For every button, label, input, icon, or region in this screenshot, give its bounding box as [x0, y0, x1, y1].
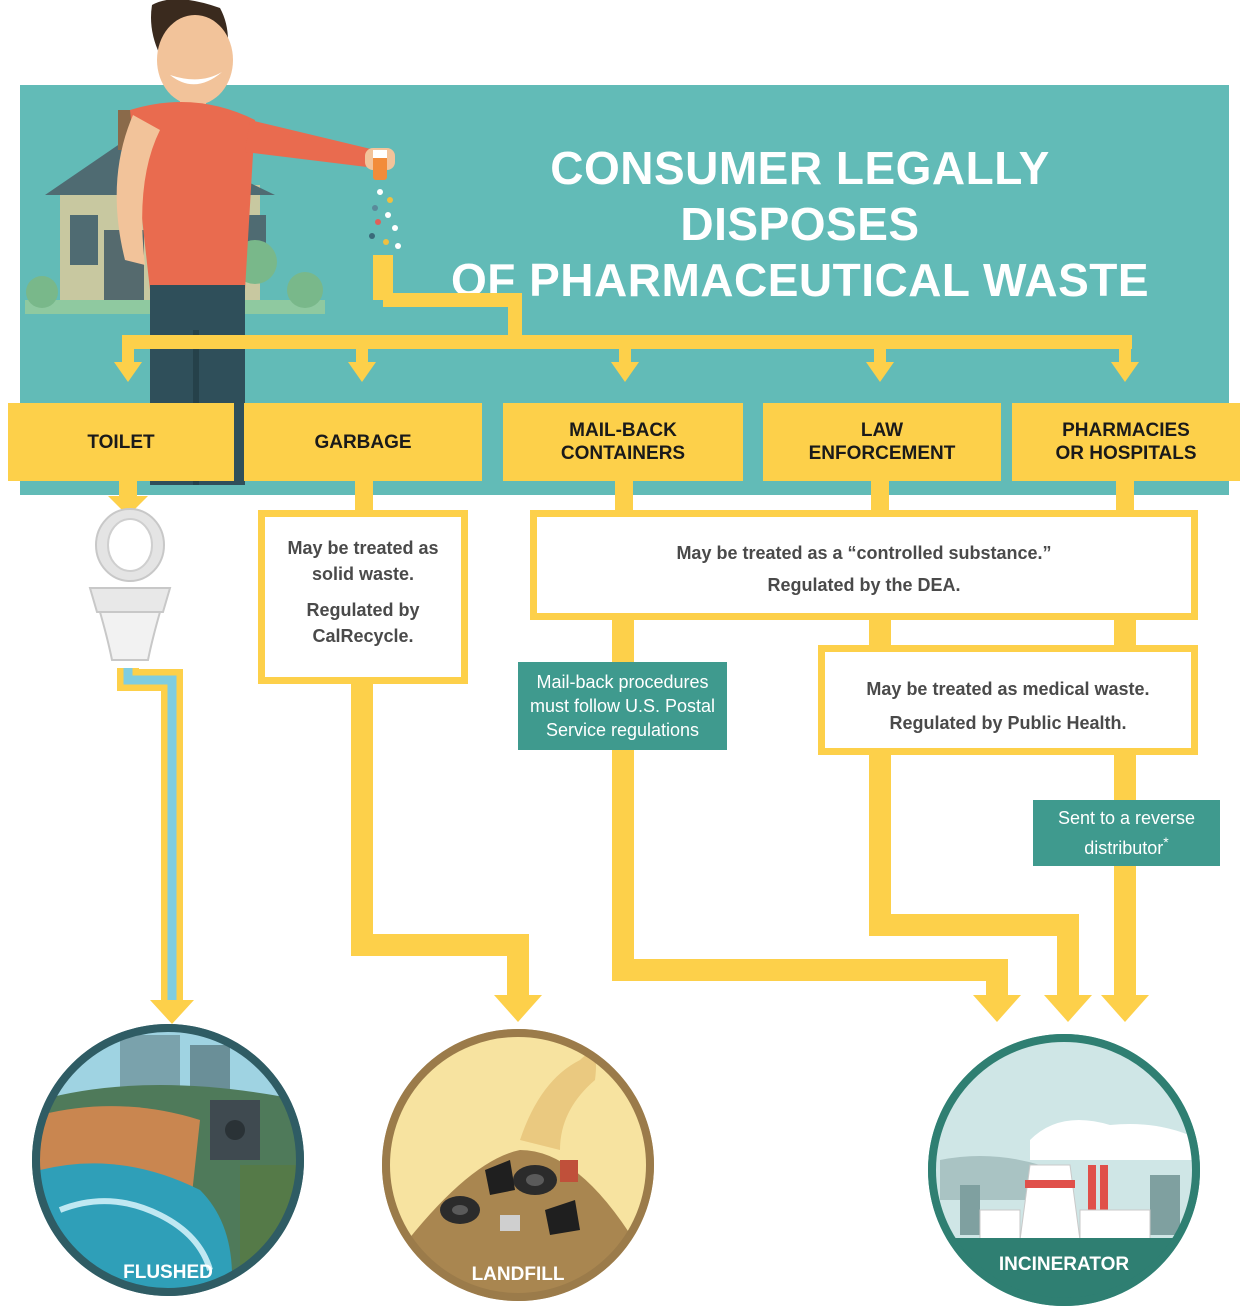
destination-incinerator-label: INCINERATOR: [998, 1254, 1130, 1275]
category-arrows: [114, 335, 1139, 382]
stream-connector: [383, 293, 522, 342]
controlled-substance-box: May be treated as a “controlled substanc…: [530, 510, 1198, 620]
incinerator-arrow-3: [1101, 995, 1149, 1022]
controlled-info-line1: May be treated as a “controlled substanc…: [676, 543, 1052, 563]
incinerator-circle: [928, 1034, 1200, 1306]
flushed-circle: [32, 1024, 304, 1296]
mailback-connector: [612, 620, 634, 662]
toilet-icon: [88, 508, 172, 661]
controlled-connectors: [615, 480, 1134, 512]
reverse-note-line2: distributor: [1084, 838, 1164, 858]
category-pharmacies-line2: OR HOSPITALS: [1055, 443, 1197, 464]
category-garbage-label: GARBAGE: [314, 431, 412, 453]
category-mailback: MAIL-BACK CONTAINERS: [503, 403, 743, 481]
medical-waste-box: May be treated as medical waste. Regulat…: [818, 645, 1198, 755]
category-toilet: TOILET: [8, 403, 234, 481]
page-title: CONSUMER LEGALLY DISPOSES OF PHARMACEUTI…: [440, 140, 1160, 308]
law-connector: [869, 620, 891, 646]
reverse-distributor-note: Sent to a reverse distributor*: [1033, 800, 1220, 866]
category-law-line1: LAW: [860, 420, 904, 441]
mailback-note-line2: must follow U.S. Postal: [529, 696, 716, 716]
mailback-pipe: [612, 750, 1008, 1000]
controlled-info-line2: Regulated by the DEA.: [767, 575, 961, 595]
incinerator-arrow-2: [1044, 995, 1092, 1022]
category-law-enforcement: LAW ENFORCEMENT: [763, 403, 1001, 481]
category-toilet-label: TOILET: [87, 431, 155, 453]
garbage-pipe: [351, 684, 529, 1000]
reverse-connector: [1114, 755, 1136, 801]
mailback-note: Mail-back procedures must follow U.S. Po…: [518, 662, 727, 750]
garbage-info-box: May be treated as solid waste. Regulated…: [258, 510, 468, 684]
medical-info-line2: Regulated by Public Health.: [889, 713, 1127, 733]
destination-landfill-label: LANDFILL: [471, 1264, 565, 1285]
category-pharmacies-line1: PHARMACIES: [1062, 420, 1190, 441]
title-line-1: CONSUMER LEGALLY DISPOSES: [550, 142, 1050, 250]
landfill-circle: [382, 1029, 654, 1301]
category-pharmacies: PHARMACIES OR HOSPITALS: [1012, 403, 1240, 481]
garbage-info-line2: solid waste.: [311, 564, 415, 584]
medical-pipe: [869, 755, 1079, 1000]
flushed-arrow: [150, 1000, 194, 1024]
reverse-note-line1: Sent to a reverse: [1057, 808, 1196, 828]
mailback-note-line1: Mail-back procedures: [536, 672, 709, 692]
garbage-info-line3: Regulated by: [306, 600, 420, 620]
reverse-pipe: [1114, 866, 1136, 1000]
pharmacy-connector: [1114, 620, 1136, 646]
reverse-note-asterisk: *: [1163, 834, 1169, 850]
category-mailback-line1: MAIL-BACK: [569, 420, 677, 441]
category-garbage: GARBAGE: [244, 403, 482, 481]
mailback-note-line3: Service regulations: [545, 720, 700, 740]
toilet-arrow: [108, 480, 148, 516]
landfill-arrow: [494, 995, 542, 1022]
pills-illustration: [369, 150, 401, 249]
category-mailback-line2: CONTAINERS: [560, 443, 686, 464]
garbage-info-line1: May be treated as: [287, 538, 439, 558]
title-line-2: OF PHARMACEUTICAL WASTE: [450, 254, 1150, 306]
destination-flushed-label: FLUSHED: [123, 1262, 213, 1283]
category-law-line2: ENFORCEMENT: [808, 443, 956, 464]
garbage-info-line4: CalRecycle.: [312, 626, 414, 646]
incinerator-arrow-1: [973, 995, 1021, 1022]
garbage-connector: [355, 480, 373, 512]
reverse-note-line2-wrap: distributor*: [1084, 830, 1168, 860]
medical-info-line1: May be treated as medical waste.: [866, 679, 1150, 699]
toilet-pipe-water: [123, 668, 177, 1000]
pour-stream: [373, 255, 393, 300]
